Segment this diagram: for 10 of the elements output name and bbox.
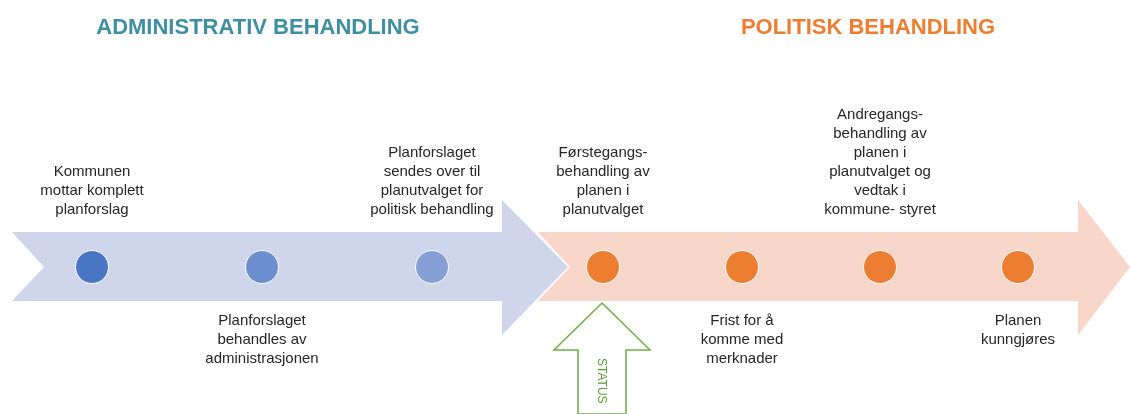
milestone-text: Planen kunngjøres — [979, 310, 1057, 348]
section-heading: ADMINISTRATIV BEHANDLING — [96, 14, 420, 40]
milestone-text: Planforslaget behandles av administrasjonen — [204, 310, 320, 367]
milestone-text: Frist for å komme med merknader — [699, 310, 785, 367]
milestone-text: Planforslaget sendes over til planutvalget for politisk behandling — [369, 142, 495, 218]
status-label: STATUS — [595, 358, 609, 404]
milestone-text: Kommunen mottar komplett planforslag — [39, 161, 145, 218]
milestone-text: Førstegangs- behandling av planen i planutvalget — [555, 142, 651, 218]
section-heading: POLITISK BEHANDLING — [740, 14, 996, 40]
milestone-text: Andregangs- behandling av planen i planutvalget og vedtak i kommune- styret — [824, 104, 936, 218]
